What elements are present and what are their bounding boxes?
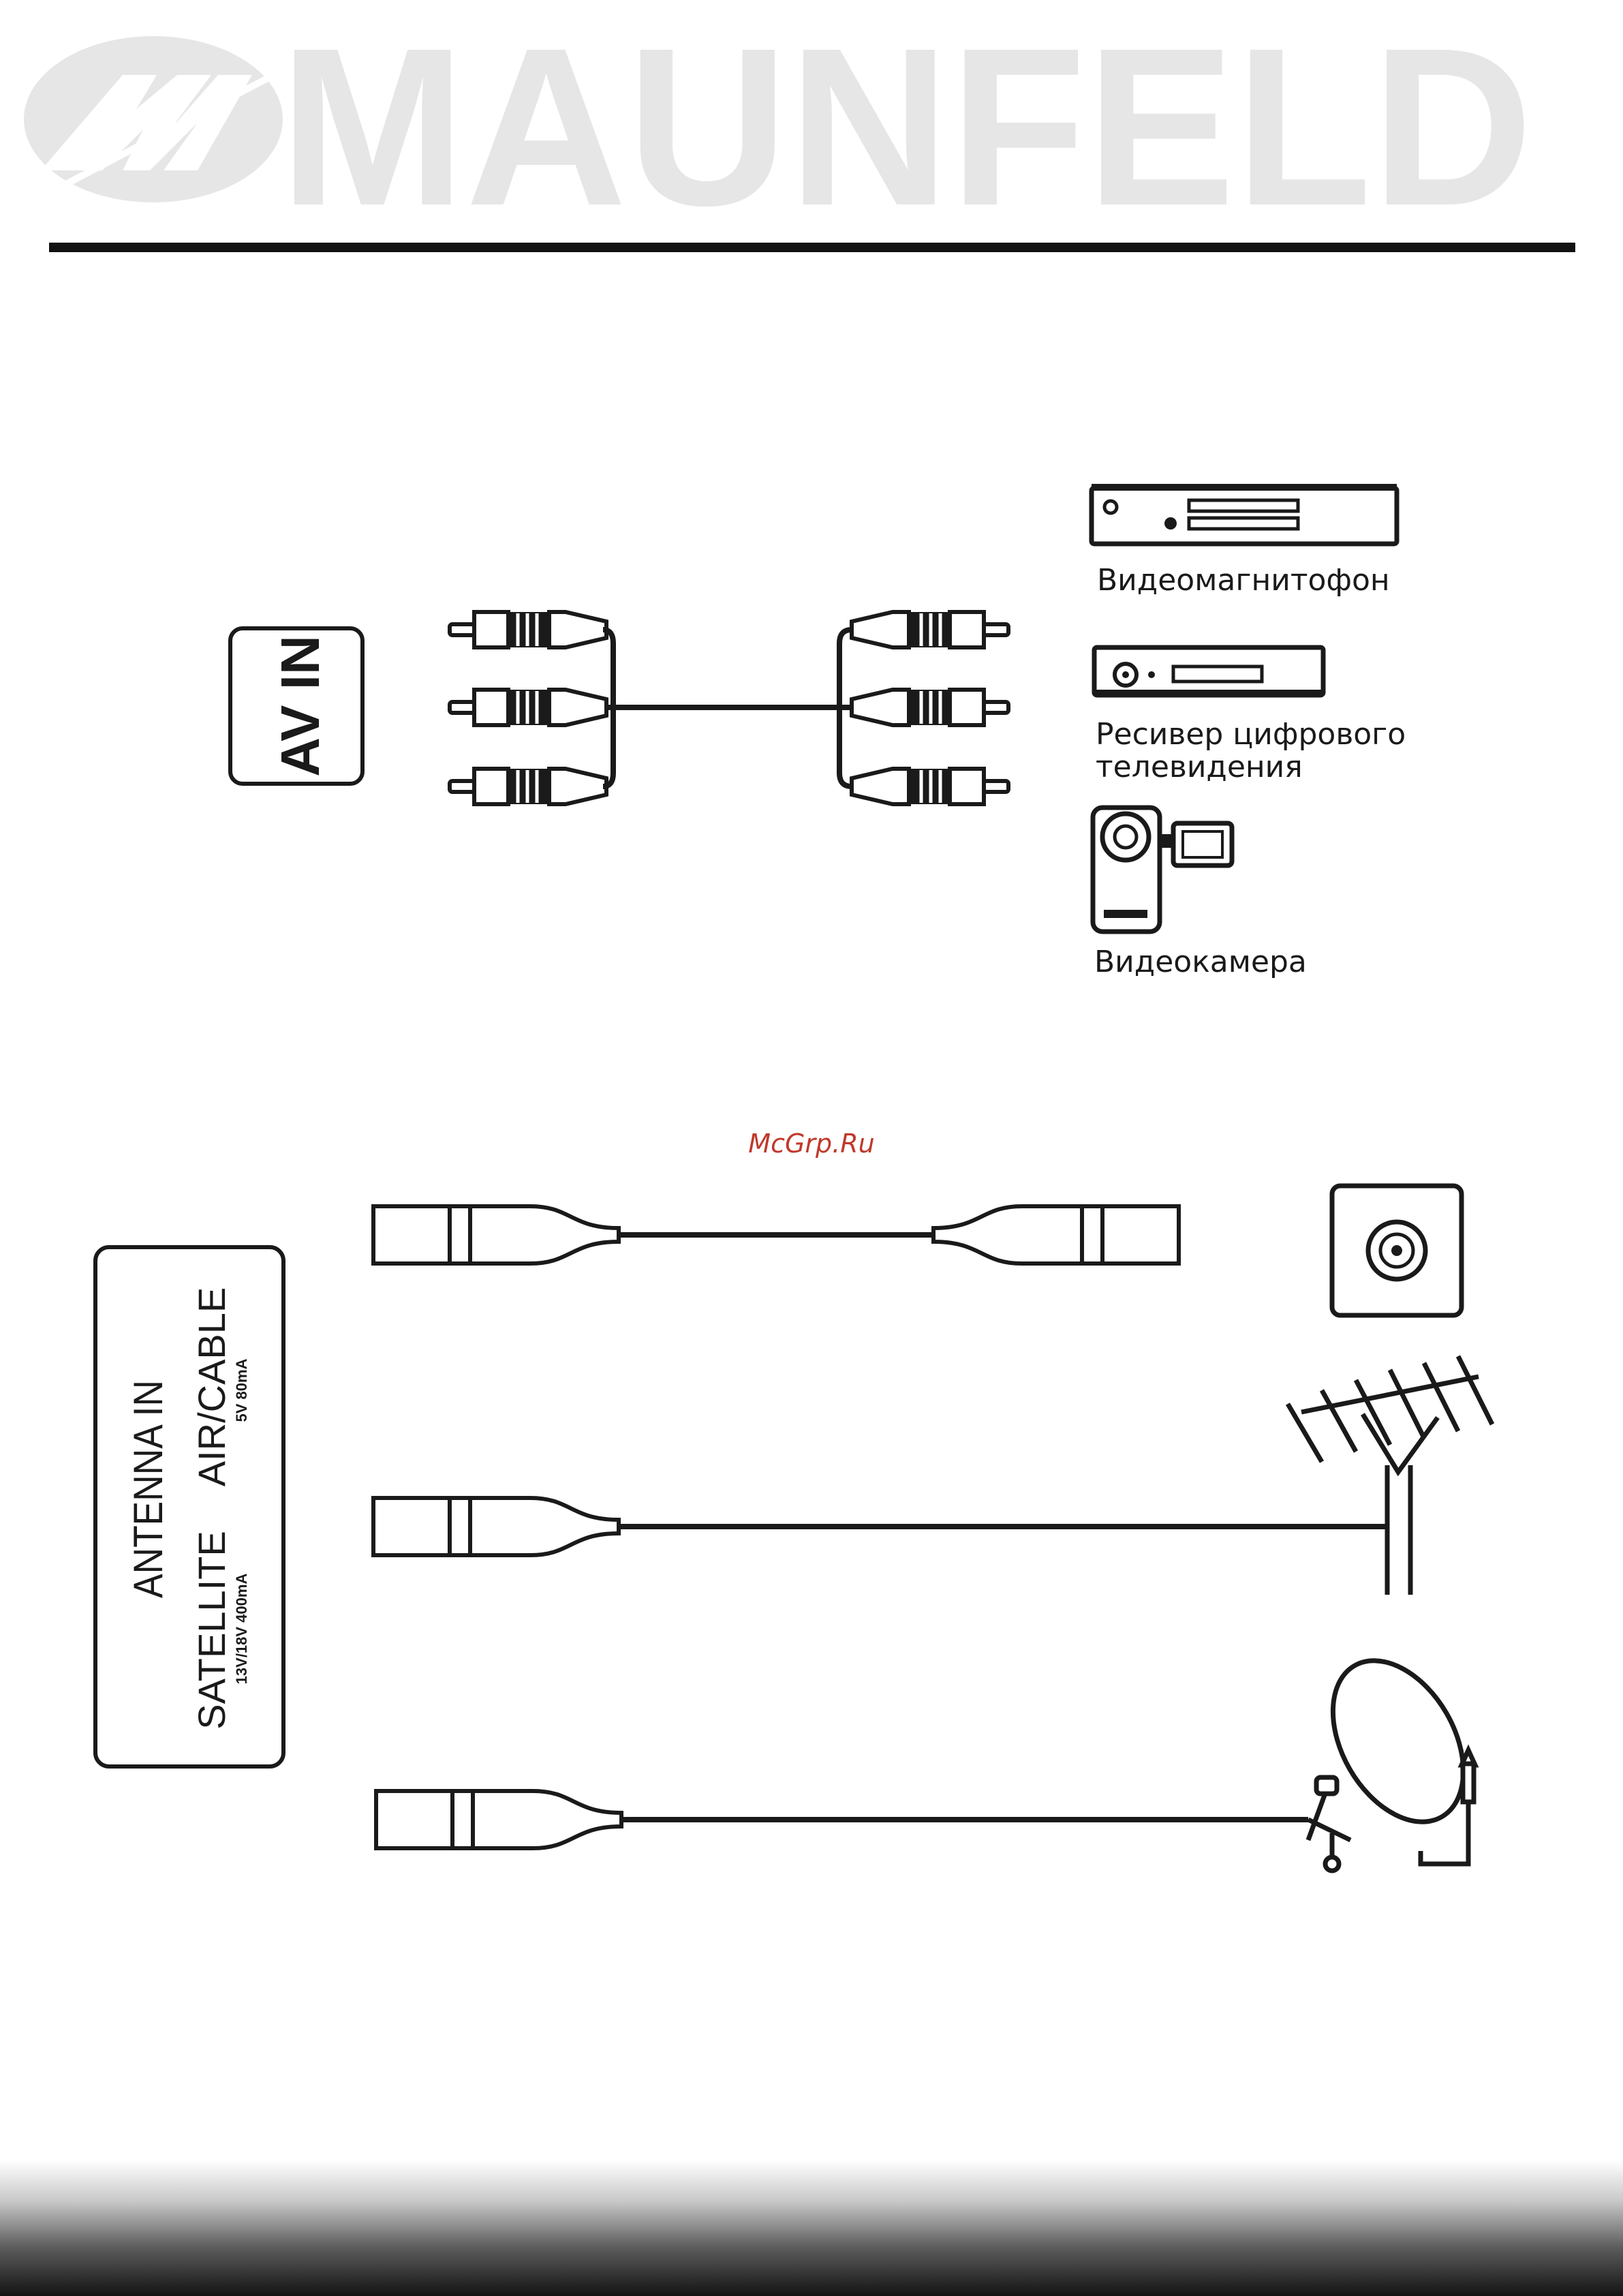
rca-plug-right-3	[852, 769, 1008, 804]
air-cable-label: AIR/CABLE	[190, 1287, 233, 1487]
av-in-label: AV IN	[270, 635, 330, 776]
rca-plug-left-1	[450, 612, 606, 647]
rca-plug-right-1	[852, 612, 1008, 647]
coax-cable-aerial	[373, 1498, 1387, 1555]
antenna-in-title: ANTENNA IN	[125, 1380, 171, 1598]
satellite-dish-icon	[1306, 1638, 1490, 1871]
digital-receiver-icon	[1094, 647, 1323, 697]
coax-cable-wall	[373, 1206, 1179, 1264]
aerial-antenna-icon	[1288, 1356, 1492, 1595]
footer-gradient-bar	[0, 2160, 1623, 2296]
device-label-camcorder: Видеокамера	[1094, 945, 1307, 979]
wall-socket-icon	[1332, 1186, 1462, 1315]
rca-cable	[450, 612, 1008, 804]
device-label-vcr: Видеомагнитофон	[1097, 563, 1390, 598]
air-cable-spec: 5V 80mA	[233, 1358, 250, 1422]
rca-plug-left-2	[450, 690, 606, 725]
vcr-icon	[1092, 484, 1397, 544]
device-label-receiver-line2: телевидения	[1096, 750, 1303, 784]
watermark-text: McGrp.Ru	[0, 1129, 1623, 1159]
coax-plug-aerial	[373, 1498, 619, 1555]
rca-plug-left-3	[450, 769, 606, 804]
device-label-receiver-line1: Ресивер цифрового	[1096, 717, 1406, 752]
satellite-label: SATELLITE	[190, 1531, 233, 1730]
coax-plug-right	[933, 1206, 1179, 1264]
coax-cable-satellite	[376, 1791, 1308, 1848]
satellite-spec: 13V/18V 400mA	[233, 1574, 250, 1685]
antenna-in-port: ANTENNA IN AIR/CABLE 5V 80mA SATELLITE 1…	[95, 1247, 283, 1766]
av-in-port: AV IN	[230, 628, 362, 784]
coax-plug-left	[373, 1206, 619, 1264]
camcorder-icon	[1093, 808, 1232, 932]
svg-text:Ресивер цифрового телевиде: Ресивер цифрового телевидения	[1096, 717, 1415, 784]
rca-plug-right-2	[852, 690, 1008, 725]
coax-plug-satellite	[376, 1791, 621, 1848]
